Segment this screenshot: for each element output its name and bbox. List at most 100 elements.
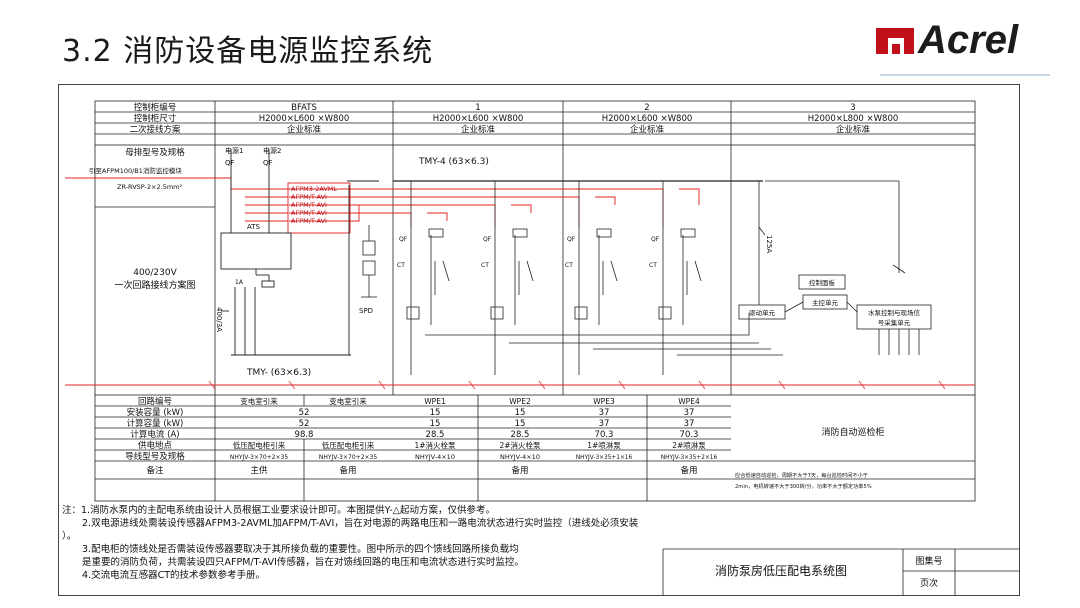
cabinet-2-size: H2000×L600 ×W800	[602, 114, 693, 124]
bottom-table-grid	[94, 394, 976, 502]
pump-unit-label-line2: 号采集单元	[878, 318, 911, 327]
row-label-busbar: 母排型号及规格	[125, 147, 185, 158]
qf-feeder-2: QF	[483, 236, 492, 243]
cabinet-2-scheme: 企业标准	[630, 124, 665, 135]
circuit-2-calc: 15	[430, 419, 441, 429]
circuit-2-id: WPE1	[424, 397, 446, 406]
circuit-0-remark: 主供	[250, 465, 268, 476]
title-divider	[880, 74, 1050, 76]
row-label-circuit: 回路编号	[138, 396, 172, 407]
title-block-grid	[662, 548, 1019, 595]
sensor-label-0: AFPM3-2AVML	[291, 185, 337, 193]
circuit-4-id: WPE3	[593, 397, 615, 406]
circuit-5-calc: 37	[684, 419, 695, 429]
schematic-label-voltage: 400/230V	[133, 268, 177, 278]
circuit-5-remark: 备用	[680, 465, 697, 476]
circuit-3-calc: 15	[515, 419, 526, 429]
sensor-label-3: AFPM/T-AVI	[291, 209, 327, 217]
qf1-label: QF	[225, 159, 235, 167]
circuit-2-install: 15	[430, 408, 441, 418]
sensor-label-4: AFPM/T-AVI	[291, 217, 327, 225]
qf-feeder-4: QF	[651, 236, 660, 243]
circuit-4-install: 37	[599, 408, 610, 418]
ats-schematic	[220, 149, 379, 356]
circuit-1-place: 低压配电柜引来	[322, 440, 375, 450]
note-line-4: 3.配电柜的馈线处是否需装设传感器要取决于其所接负载的重要性。图中所示的四个馈线…	[82, 544, 519, 555]
cabinet3-inspection-label: 消防自动巡检柜	[821, 426, 884, 438]
page-title: 3.2 消防设备电源监控系统	[62, 34, 434, 69]
spd-label: SPD	[359, 307, 373, 315]
cabinet-0-size: H2000×L600 ×W800	[259, 114, 350, 124]
note-line-2: 2.双电源进线处需装设传感器AFPM3-2AVML加AFPM/T-AVI，旨在对…	[82, 518, 639, 529]
qf-feeder-3: QF	[567, 236, 576, 243]
feeder-circuits	[406, 181, 783, 375]
sheet-no-label: 图集号	[915, 555, 942, 567]
circuit-4-cable: NHYJV-3×35+1×16	[576, 455, 633, 461]
qf-feeder-1: QF	[399, 236, 408, 243]
circuit-5-id: WPE4	[678, 397, 700, 406]
red-tick-marks	[208, 380, 946, 390]
cabinet-3-size: H2000×L800 ×W800	[808, 114, 899, 124]
drawing-sheet: 控制柜编号 控制柜尺寸 二次接线方案 母排型号及规格 BFATS H2000×L…	[58, 84, 1020, 596]
busbar-spec-top: TMY-4 (63×6.3)	[418, 157, 489, 167]
circuit-3-id: WPE2	[509, 397, 531, 406]
circuit-01-install: 52	[299, 408, 310, 418]
circuit-1-remark: 备用	[339, 465, 356, 476]
acrel-logo: Acrel	[874, 18, 1044, 68]
circuit-4-calc: 37	[599, 419, 610, 429]
circuit-4-place: 1#喷淋泵	[587, 440, 621, 450]
notes-block: 注：1.消防水泵内的主配电系统由设计人员根据工业要求设计即可。本图提供Y-△起动…	[62, 504, 662, 582]
page-label: 页次	[920, 577, 938, 589]
row-label-place: 供电地点	[138, 440, 173, 451]
note-line-1: 注：1.消防水泵内的主配电系统由设计人员根据工业要求设计即可。本图提供Y-△起动…	[62, 505, 495, 516]
ct-feeder-1: CT	[397, 262, 405, 269]
ct-feeder-2: CT	[481, 262, 489, 269]
busbar-note-module: 引至AFPM100/B1消防监控模块	[89, 166, 182, 175]
qf2-label: QF	[263, 159, 273, 167]
row-label-install: 安装容量 (kW)	[127, 407, 184, 418]
note-line-6: 4.交流电流互感器CT的技术参数参考手册。	[82, 570, 266, 581]
rating-125a-label: 125A	[765, 235, 773, 253]
row-label-wiring-scheme: 二次接线方案	[129, 124, 181, 135]
drawing-name: 消防泵房低压配电系统图	[715, 563, 847, 578]
cabinet3-note-line1: 应合低速自动巡检，周期不大于7天，每台巡检时间不小于	[735, 471, 868, 479]
main-ctrl-unit-label: 主控单元	[812, 298, 839, 307]
top-table-grid	[94, 100, 976, 395]
control-panel-label: 控制面板	[809, 278, 836, 287]
sensor-label-2: AFPM/T-AVI	[291, 201, 327, 209]
spd-symbol	[361, 225, 377, 298]
circuit-0-cable: NHYJV-3×70+2×35	[230, 454, 289, 461]
cabinet-0-scheme: 企业标准	[287, 124, 322, 135]
circuit-3-install: 15	[515, 408, 526, 418]
circuit-5-place: 2#喷淋泵	[672, 440, 706, 450]
drive-unit-label: 驱动单元	[749, 308, 776, 317]
row-label-cable: 导线型号及规格	[125, 451, 185, 462]
circuit-3-place: 2#消火栓泵	[499, 440, 541, 450]
row-label-current: 计算电流 (A)	[130, 429, 179, 440]
cabinet-0-id: BFATS	[291, 103, 317, 113]
circuit-2-place: 1#消火栓泵	[414, 440, 456, 450]
row-label-cabinet-no: 控制柜编号	[134, 102, 177, 113]
circuit-3-remark: 备用	[511, 465, 528, 476]
ats-vertical-label: 400/3A	[215, 307, 223, 332]
ats-label: ATS	[247, 223, 261, 231]
circuit-5-cable: NHYJV-3×35+2×16	[661, 455, 718, 461]
breaker-1a-label: 1A	[235, 279, 244, 286]
circuit-01-current: 98.8	[295, 430, 314, 440]
monitoring-signal-lines	[65, 177, 975, 386]
ct-feeder-3: CT	[565, 262, 573, 269]
ct-feeder-4: CT	[649, 262, 657, 269]
circuit-2-current: 28.5	[426, 430, 445, 440]
circuit-3-cable: NHYJV-4×10	[500, 453, 540, 461]
busbar-spec-bottom: TMY- (63×6.3)	[246, 368, 311, 378]
circuit-01-calc: 52	[299, 419, 310, 429]
note-line-5: 是重要的消防负荷，共需装设四只AFPM/T-AVI传感器，旨在对馈线回路的电压和…	[82, 557, 524, 568]
schematic-label-title: 一次回路接线方案图	[114, 279, 195, 291]
cabinet-1-size: H2000×L600 ×W800	[433, 114, 524, 124]
brand-name: Acrel	[918, 18, 1019, 62]
acrel-mark-icon	[876, 28, 914, 54]
circuit-0-place: 低压配电柜引来	[233, 440, 286, 450]
circuit-2-cable: NHYJV-4×10	[415, 453, 455, 461]
row-label-cabinet-size: 控制柜尺寸	[134, 113, 177, 124]
busbar-note-cable: ZR-RVSP-2×2.5mm²	[117, 183, 182, 191]
